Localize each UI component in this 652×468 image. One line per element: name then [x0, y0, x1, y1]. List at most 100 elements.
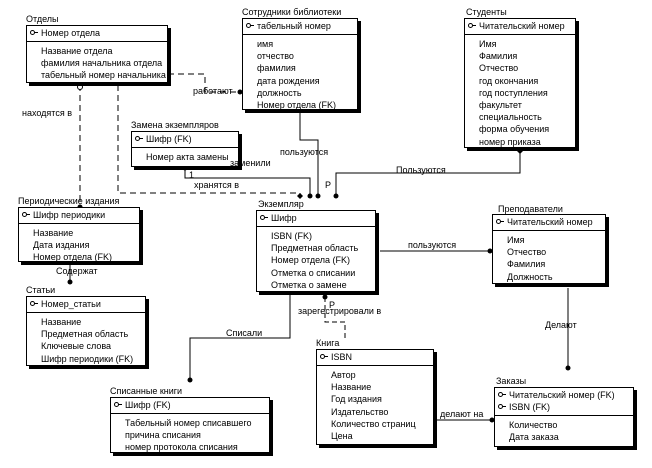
endpoint-hollow — [77, 84, 83, 90]
attribute: Должность — [507, 271, 553, 282]
key-icon — [320, 354, 328, 360]
attribute-list: Название отдела фамилия начальника отдела… — [27, 42, 167, 84]
attribute: Название — [331, 382, 372, 393]
key-icon — [498, 392, 506, 398]
relation-label-polzuyutsya-prep: пользуются — [408, 240, 457, 250]
attribute: Название — [41, 317, 82, 327]
endpoint-dot — [565, 365, 571, 371]
attribute: год окончания — [479, 75, 539, 86]
attribute: Отчество — [479, 63, 519, 74]
link-ekzemplyar-spisannye — [189, 292, 291, 380]
relation-label-polzuyutsya-stud: Пользуются — [396, 165, 446, 175]
primary-key: Номер отдела — [27, 26, 167, 42]
attribute: Имя — [507, 235, 525, 245]
attribute: номер протокола списания — [125, 442, 238, 453]
relation-label-delayut-na: делают на — [440, 409, 484, 419]
attribute: факультет — [479, 100, 522, 111]
attribute: Имя — [479, 39, 497, 49]
entity-title: Отделы — [26, 14, 59, 24]
relation-label-zamenili: заменили — [230, 158, 271, 168]
attribute: табельный номер начальника — [41, 70, 166, 81]
primary-key: ISBN — [317, 350, 433, 366]
entity-box[interactable]: Шифр (FK) Номер акта замены — [131, 131, 239, 167]
attribute: Автор — [331, 370, 356, 380]
attribute: Отметка о списании — [271, 267, 356, 278]
key-icon — [30, 301, 38, 307]
attribute: Номер акта замены — [146, 152, 229, 162]
attribute: Предметная область — [271, 243, 359, 254]
link-otdely-sotrudniki — [168, 73, 240, 93]
entity-box[interactable]: Номер отдела Название отдела фамилия нача… — [26, 25, 168, 83]
attribute: Ключевые слова — [41, 341, 112, 352]
link-sotrudniki-ekzemplyar — [299, 110, 319, 196]
attribute: фамилия начальника отдела — [41, 58, 163, 69]
entity-title: Преподаватели — [498, 204, 563, 214]
relation-label-khranyatsya: хранятся в — [194, 180, 240, 190]
endpoint-dot — [487, 248, 493, 254]
entity-title: Замена экземпляров — [131, 120, 219, 130]
link-studenty-ekzemplyar — [335, 148, 521, 196]
endpoint-dot — [237, 89, 243, 95]
attribute: Издательство — [331, 406, 389, 417]
endpoint-dot — [187, 377, 193, 383]
endpoint-diamond — [517, 148, 523, 154]
attribute: Название отдела — [41, 46, 113, 56]
key-icon — [22, 212, 30, 218]
attribute: Цена — [331, 431, 353, 442]
key-icon — [246, 23, 254, 29]
endpoint-dot — [322, 294, 328, 300]
primary-key: Читательский номер (FK) — [495, 388, 633, 400]
primary-key: Читательский номер — [493, 215, 605, 231]
key-icon — [498, 404, 506, 410]
primary-key: Шифр (FK) — [132, 132, 238, 148]
attribute-list: Номер акта замены — [132, 148, 238, 165]
relation-label-rabotayut: работают — [193, 86, 233, 96]
primary-key: Шифр (FK) — [111, 398, 269, 414]
attribute: Год издания — [331, 394, 382, 405]
attribute: ISBN (FK) — [271, 231, 313, 241]
attribute: Предметная область — [41, 329, 129, 340]
attribute: Шифр периодики (FK) — [41, 353, 134, 364]
entity-title: Книга — [316, 338, 340, 348]
primary-key: табельный номер — [243, 19, 357, 35]
entity-title: Статьи — [26, 285, 56, 295]
endpoint-dot — [315, 193, 321, 199]
key-icon — [260, 215, 268, 221]
entity-box[interactable]: Читательский номер (FK) ISBN (FK) Количе… — [494, 387, 634, 447]
relation-label-soderzhat: Содержат — [56, 266, 98, 276]
primary-key-group: Читательский номер (FK) ISBN (FK) — [495, 388, 633, 416]
attribute: Отчество — [507, 247, 547, 258]
relation-label-nakhodyatsya: находятся в — [22, 108, 72, 118]
key-icon — [468, 23, 476, 29]
endpoint-dot — [489, 417, 495, 423]
key-icon — [496, 219, 504, 225]
relation-label-zaregistrirovali: зарегестрировали в — [298, 306, 382, 316]
entity-title: Сотрудники библиотеки — [242, 7, 342, 17]
attribute: Название — [33, 228, 74, 238]
attribute: Количество страниц — [331, 418, 416, 429]
key-icon — [30, 30, 38, 36]
attribute: Фамилия — [479, 51, 518, 62]
entity-title: Списанные книги — [110, 386, 183, 396]
key-icon — [135, 136, 143, 142]
attribute: номер приказа — [479, 136, 541, 147]
primary-key: Читательский номер — [465, 19, 575, 35]
attribute: Количество — [509, 420, 558, 430]
endpoint-dot — [67, 279, 73, 285]
attribute: дата рождения — [257, 75, 320, 86]
attribute: должность — [257, 87, 302, 98]
